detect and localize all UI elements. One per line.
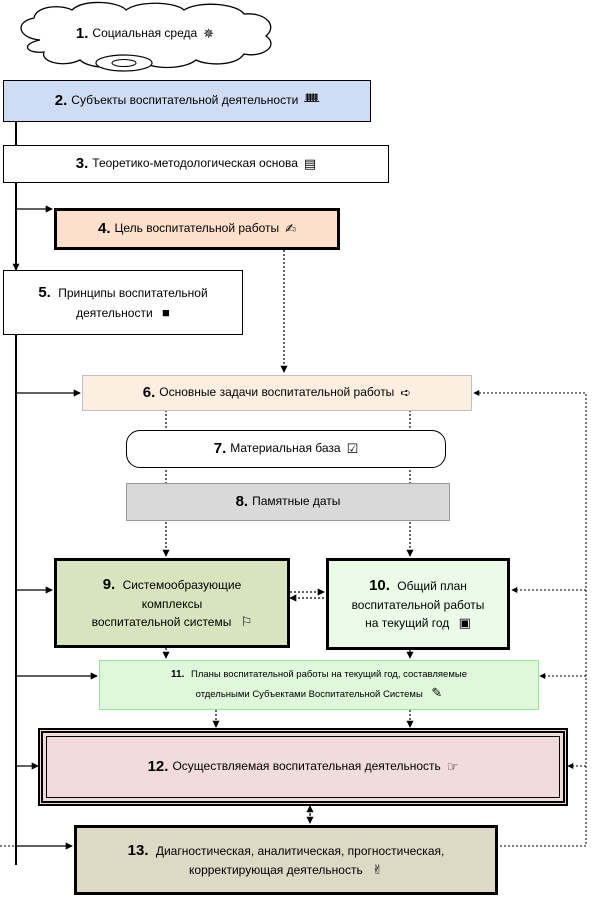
- node-label: Цель воспитательной работы: [114, 221, 280, 236]
- node-label: отдельными Субъектами Воспитательной Сис…: [195, 688, 423, 700]
- cloud-base-inner: [111, 59, 137, 67]
- node-label: комплексы: [141, 596, 203, 611]
- node-label: корректирующая деятельность: [189, 863, 363, 878]
- node-number: 8.: [235, 493, 249, 511]
- node-label: на текущий год: [365, 616, 450, 631]
- sun-icon: ✵: [203, 25, 215, 41]
- node-social-environment: 1. Социальная среда ✵: [40, 14, 250, 54]
- node-number: 2.: [54, 92, 68, 110]
- node-line: воспитательной системы ⚐: [92, 613, 253, 632]
- inner-frame: [46, 736, 560, 798]
- node-subject-plans: 11. Планы воспитательной работы на текущ…: [99, 660, 539, 710]
- books-icon: ▤: [303, 155, 317, 171]
- node-general-plan: 10. Общий план воспитательной работы на …: [326, 558, 510, 650]
- node-implemented-activity: 12. Осуществляемая воспитательная деятел…: [38, 728, 568, 806]
- node-label: воспитательной работы: [351, 597, 485, 612]
- node-number: 9.: [102, 576, 116, 593]
- node-number: 6.: [142, 384, 156, 402]
- node-number: 5.: [38, 284, 51, 302]
- arrow-icon: ➪: [400, 384, 412, 400]
- node-principles: 5. Принципы воспитательной деятельности …: [3, 270, 243, 335]
- calendar-icon: ▣: [458, 615, 471, 631]
- pencil-icon: ✍: [285, 220, 297, 236]
- node-system-complexes: 9. Системообразующие комплексы воспитате…: [54, 558, 290, 648]
- node-label: Системообразующие: [122, 578, 242, 592]
- node-label: деятельности: [76, 305, 153, 320]
- node-diagnostics: 13. Диагностическая, аналитическая, прог…: [74, 825, 498, 895]
- node-main-tasks: 6. Основные задачи воспитательной работы…: [82, 375, 472, 411]
- node-number: 7.: [213, 440, 227, 458]
- node-number: 3.: [75, 155, 89, 173]
- sign-icon: ✎: [431, 684, 443, 700]
- node-label: Принципы воспитательной: [58, 286, 208, 301]
- node-label: Осуществляемая воспитательная деятельнос…: [172, 759, 441, 774]
- node-line: 11. Планы воспитательной работы на текущ…: [171, 667, 467, 683]
- hand-icon: ☞: [446, 758, 459, 774]
- node-label: Теоретико-методологическая основа: [92, 156, 298, 171]
- square-icon: ■: [162, 304, 170, 320]
- node-number: 11.: [171, 669, 185, 681]
- node-label: Памятные даты: [252, 494, 341, 509]
- node-subjects: 2. Субъекты воспитательной деятельности …: [3, 80, 371, 122]
- node-label: Диагностическая, аналитическая, прогност…: [155, 843, 445, 858]
- node-number: 1.: [75, 25, 89, 43]
- flag-icon: ⚐: [240, 614, 253, 630]
- node-label: Социальная среда: [92, 26, 198, 41]
- node-label: Материальная база: [230, 441, 341, 456]
- node-label: Основные задачи воспитательной работы: [159, 385, 395, 400]
- node-line: 5. Принципы воспитательной: [38, 282, 207, 304]
- node-material-base: 7. Материальная база ☑: [126, 430, 446, 468]
- cloud-base-outer: [95, 54, 153, 72]
- node-line: 9. Системообразующие: [103, 574, 242, 596]
- hands-icon: ✌: [372, 862, 383, 878]
- node-theoretical-basis: 3. Теоретико-методологическая основа ▤: [3, 145, 389, 183]
- node-line: отдельными Субъектами Воспитательной Сис…: [196, 683, 443, 703]
- node-label: Планы воспитательной работы на текущий г…: [191, 669, 467, 681]
- node-line: 13. Диагностическая, аналитическая, прог…: [128, 840, 445, 862]
- node-label: Общий план: [397, 579, 467, 593]
- node-number: 10.: [369, 577, 390, 594]
- node-line: деятельности ■: [76, 304, 170, 323]
- checkbox-icon: ☑: [346, 440, 359, 456]
- node-number: 12.: [147, 758, 169, 776]
- node-line: 10. Общий план: [369, 575, 467, 597]
- node-label: Субъекты воспитательной деятельности: [71, 93, 299, 108]
- node-number: 13.: [127, 841, 149, 859]
- node-line: на текущий год ▣: [365, 614, 471, 633]
- node-goal: 4. Цель воспитательной работы ✍: [54, 208, 340, 250]
- node-label: воспитательной системы: [91, 615, 232, 630]
- node-memorable-dates: 8. Памятные даты: [126, 483, 450, 521]
- node-line: корректирующая деятельность ✌: [189, 861, 383, 880]
- people-icon: ᚙ: [304, 92, 320, 108]
- node-number: 4.: [97, 220, 111, 238]
